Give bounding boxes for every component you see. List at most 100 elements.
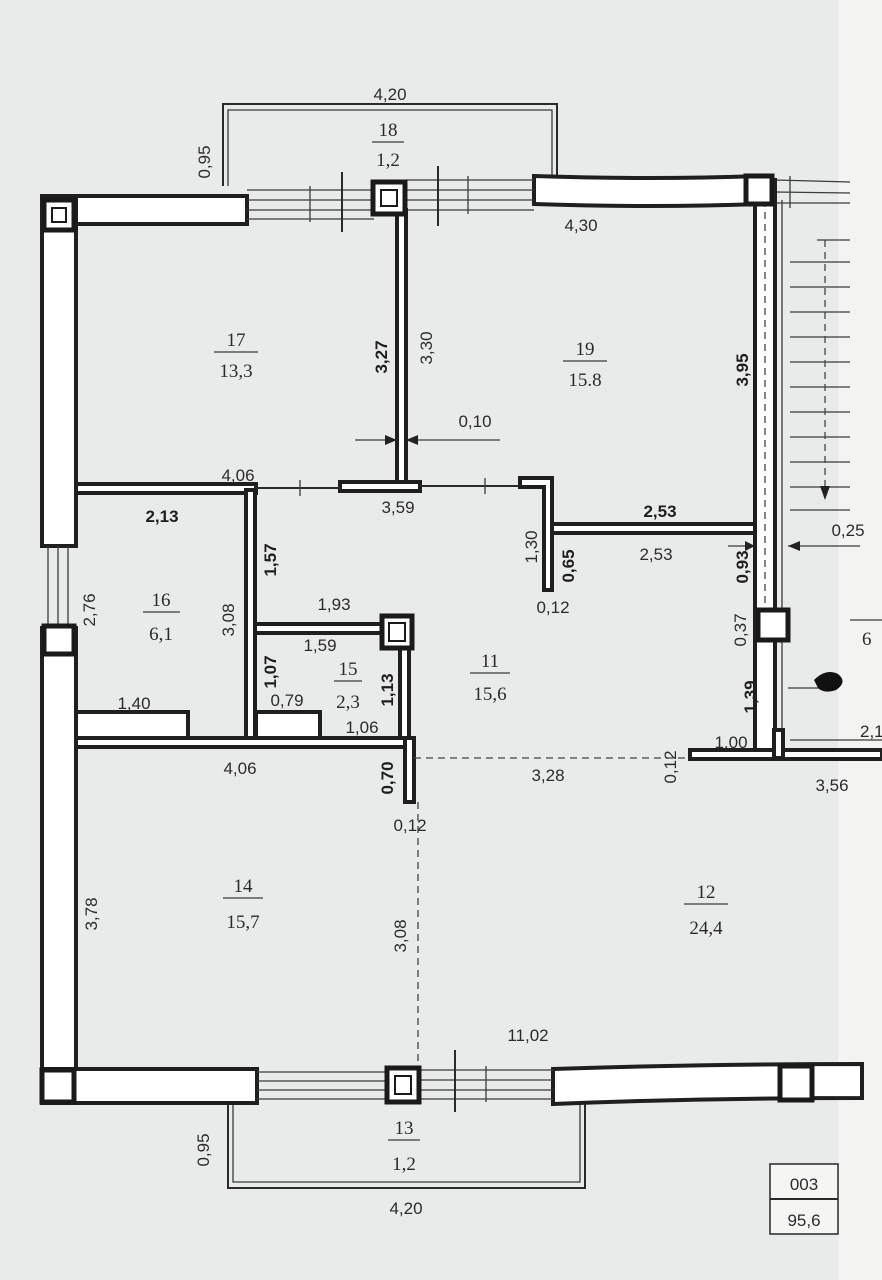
svg-text:6: 6 [862,629,872,650]
wall-15-top [253,622,387,635]
wall-15-cabinet [254,710,322,740]
dim-room11-top-width: 2,53 [639,545,672,564]
window-bottom-1 [257,1071,388,1100]
svg-text:1,2: 1,2 [392,1154,416,1175]
dim-room14-side: 3,78 [82,897,101,930]
svg-text:24,4: 24,4 [689,918,723,939]
dim-corridor-width: 3,59 [381,498,414,517]
pillar-top-left [41,197,77,233]
dim-top-right-width: 4,30 [564,216,597,235]
dim-room16-width: 2,13 [145,507,178,526]
wall-left-upper [40,194,78,548]
wall-top-right [532,173,762,208]
window-top-2 [406,166,534,226]
dim-room14-width: 4,06 [223,759,256,778]
svg-text:19: 19 [576,339,595,360]
dim-stair-lower: 1,39 [741,680,760,713]
dim-room19-left-height: 3,30 [417,331,436,364]
wall-19-bottom [550,522,757,535]
svg-text:15,6: 15,6 [473,684,506,705]
dim-room12-wall: 0,12 [661,750,680,783]
staircase [788,239,860,551]
dim-room14-wall: 0,12 [393,816,426,835]
room-12: 12 24,4 [684,882,728,939]
dim-balcony-top-width: 4,20 [373,85,406,104]
pillar-bottom-mid [384,1065,422,1105]
svg-text:6,1: 6,1 [149,624,173,645]
wall-16-15 [244,488,257,742]
window-top-right [774,176,851,208]
dim-arrow-wall-thickness [355,435,500,445]
room-13: 13 1,2 [388,1118,420,1175]
svg-text:12: 12 [697,882,716,903]
window-bottom-2 [420,1050,553,1112]
room-16: 16 6,1 [143,590,180,645]
wall-12-stub [772,728,785,760]
wall-19-11 [518,476,554,592]
dim-room19-right-height: 3,95 [733,353,752,386]
wall-14-stub [403,736,416,804]
room-18: 18 1,2 [372,120,404,171]
dim-total-width: 11,02 [507,1026,548,1045]
dim-room15-cabinet: 0,79 [270,691,303,710]
svg-text:13: 13 [395,1118,414,1139]
dim-right-width: 3,56 [815,776,848,795]
room-6-partial: 6 [850,619,882,650]
dim-room16-height: 3,08 [219,603,238,636]
dim-room15-height: 1,07 [261,655,280,688]
dim-arrow-stair [728,541,755,551]
balcony-bottom-outline [227,1104,586,1189]
svg-text:18: 18 [379,120,398,141]
dim-room12-door: 1,00 [714,733,747,752]
wall-17-16 [74,482,258,495]
ink-mark-icon [814,672,843,692]
svg-text:13,3: 13,3 [219,361,252,382]
plan-number: 003 [790,1175,818,1194]
pillar-right-mid [755,607,791,643]
room-19: 19 15.8 [563,339,607,391]
room-17: 17 13,3 [214,330,258,382]
plan-area-block: 003 95,6 [769,1163,839,1235]
wall-bottom-right [551,1061,864,1107]
wall-corridor-top [338,480,422,493]
dim-room11-niche-depth: 0,65 [559,549,578,582]
dim-room14-height: 3,08 [391,919,410,952]
balcony-bottom-inner [232,1104,581,1183]
dim-room11-niche-height: 1,30 [522,530,541,563]
dim-room12-width: 3,28 [531,766,564,785]
svg-text:11: 11 [481,651,499,672]
dim-room17-width: 4,06 [221,466,254,485]
dim-balcony-bottom-width: 4,20 [389,1199,422,1218]
dim-stair-offset: 0,25 [831,521,864,540]
dim-stair-mid: 0,37 [731,613,750,646]
room-11: 11 15,6 [470,651,510,705]
dim-room16-side: 2,76 [80,593,99,626]
plan-total-area: 95,6 [787,1211,820,1230]
svg-text:2,3: 2,3 [336,692,360,713]
dim-balcony-bottom-depth: 0,95 [194,1133,213,1166]
pillar-top-right [743,173,775,207]
svg-text:15,7: 15,7 [226,912,259,933]
wall-16-cabinet [74,710,190,740]
svg-text:16: 16 [152,590,171,611]
dim-room16-cabinet: 1,40 [117,694,150,713]
dim-room15-upper: 1,57 [261,543,280,576]
wall-left-lower [40,626,78,1105]
pillar-bottom-left [39,1067,77,1105]
svg-text:1,2: 1,2 [376,150,400,171]
dim-room11-wall: 0,12 [536,598,569,617]
room-15: 15 2,3 [334,659,362,713]
dim-room19-bottom-width: 2,53 [643,502,676,521]
window-left [47,546,69,628]
wall-15-right [398,646,411,742]
dim-stair-upper: 0,93 [733,550,752,583]
balcony-top-inner [227,109,553,186]
dim-room17-height: 3,27 [372,340,391,373]
svg-text:14: 14 [234,876,254,897]
pillar-center [379,613,415,651]
dim-room15-top-width: 1,93 [317,595,350,614]
pillar-bottom-right [777,1063,815,1103]
dim-room15-inner-width: 1,59 [303,636,336,655]
svg-text:15.8: 15.8 [568,370,601,391]
